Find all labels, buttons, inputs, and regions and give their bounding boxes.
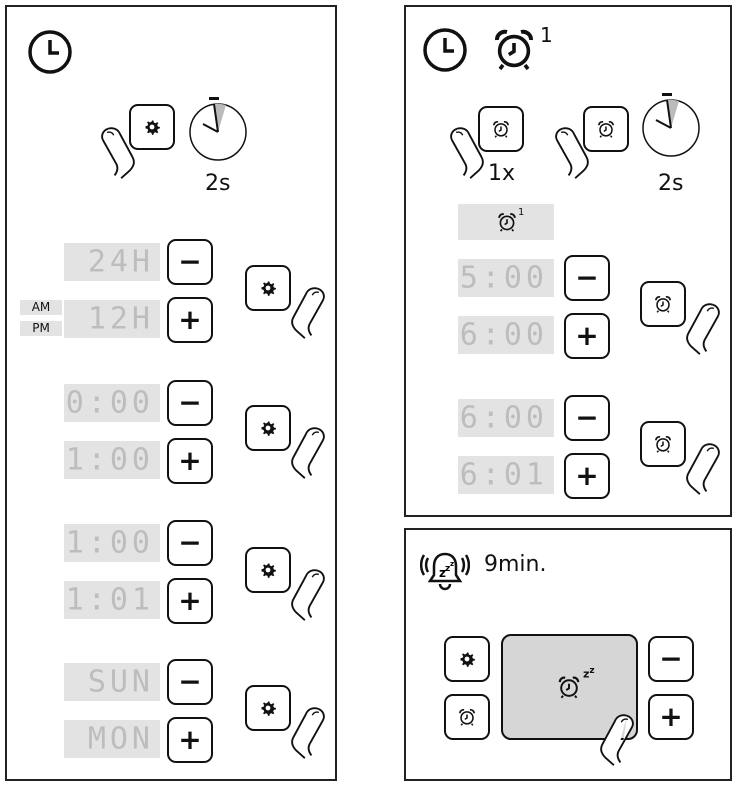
press-time-label: 2s [658, 171, 684, 196]
svg-text:z: z [450, 560, 454, 568]
minus-button[interactable]: − [564, 255, 610, 301]
press-count-label: 1x [488, 161, 516, 186]
alarm-clock-icon [496, 211, 518, 233]
minus-button[interactable]: − [167, 380, 213, 426]
snooze-z-icon: zz [583, 666, 595, 681]
minus-button[interactable]: − [167, 520, 213, 566]
lcd-display-alarm-hour: 5:00 [458, 259, 554, 297]
alarm-clock-icon [457, 707, 477, 727]
minus-button[interactable]: − [167, 659, 213, 705]
clock-icon [423, 28, 467, 72]
finger-press-icon [549, 125, 605, 181]
svg-text:z: z [439, 566, 446, 580]
clock-setting-panel: 2s 24H 12H AM PM − + 0:00 1:00 − + 1:00 … [5, 5, 337, 781]
press-time-label: 2s [205, 171, 231, 196]
alarm-button[interactable] [444, 694, 490, 740]
settings-button[interactable] [129, 104, 175, 150]
alarm-button[interactable] [640, 281, 686, 327]
finger-press-icon [275, 425, 331, 481]
stopwatch-icon [642, 93, 700, 157]
gear-icon [457, 649, 477, 669]
minus-button[interactable]: − [648, 636, 694, 682]
pm-label: PM [20, 321, 62, 336]
lcd-display-24h: 24H [64, 243, 160, 281]
alarm-button[interactable] [478, 106, 524, 152]
lcd-display-hour: 1:00 [64, 441, 160, 479]
alarm-button[interactable] [583, 106, 629, 152]
snooze-duration-label: 9min. [484, 552, 547, 577]
finger-press-icon [275, 567, 331, 623]
alarm-number-label: 1 [540, 23, 553, 47]
plus-button[interactable]: + [167, 297, 213, 343]
lcd-display-day: MON [64, 720, 160, 758]
alarm-setting-panel: 1 1x 2s 1 5:00 6:00 − + 6:00 6:01 − + [404, 5, 732, 517]
plus-button[interactable]: + [167, 717, 213, 763]
finger-press-icon [670, 441, 726, 497]
minus-button[interactable]: − [167, 239, 213, 285]
lcd-display-minute: 1:01 [64, 581, 160, 619]
plus-button[interactable]: + [167, 578, 213, 624]
plus-button[interactable]: + [564, 453, 610, 499]
alarm-button[interactable] [640, 421, 686, 467]
snooze-panel: z z z 9min. zz − + [404, 528, 732, 781]
lcd-display-day: SUN [64, 663, 160, 701]
settings-button[interactable] [245, 547, 291, 593]
ringing-bell-icon: z z z [420, 552, 470, 591]
stopwatch-icon [189, 97, 247, 161]
clock-icon [28, 30, 72, 74]
am-label: AM [20, 300, 62, 315]
lcd-display-alarm-minute: 6:01 [458, 456, 554, 494]
finger-press-icon [95, 125, 151, 181]
lcd-display-alarm-hour: 6:00 [458, 316, 554, 354]
alarm-number-label: 1 [518, 207, 525, 218]
alarm-indicator-display: 1 [458, 204, 554, 240]
finger-press-icon [670, 301, 726, 357]
finger-press-icon [275, 285, 331, 341]
lcd-display-hour: 0:00 [64, 384, 160, 422]
settings-button[interactable] [245, 405, 291, 451]
plus-button[interactable]: + [167, 438, 213, 484]
alarm-clock-icon [556, 674, 582, 700]
lcd-display-alarm-minute: 6:00 [458, 399, 554, 437]
plus-button[interactable]: + [564, 313, 610, 359]
svg-text:z: z [445, 564, 450, 574]
minus-button[interactable]: − [564, 395, 610, 441]
finger-press-icon [584, 712, 640, 768]
settings-button[interactable] [245, 685, 291, 731]
settings-button[interactable] [245, 265, 291, 311]
lcd-display-12h: 12H [64, 300, 160, 338]
finger-press-icon [275, 705, 331, 761]
settings-button[interactable] [444, 636, 490, 682]
plus-button[interactable]: + [648, 694, 694, 740]
lcd-display-minute: 1:00 [64, 524, 160, 562]
alarm-clock-icon [490, 25, 538, 73]
